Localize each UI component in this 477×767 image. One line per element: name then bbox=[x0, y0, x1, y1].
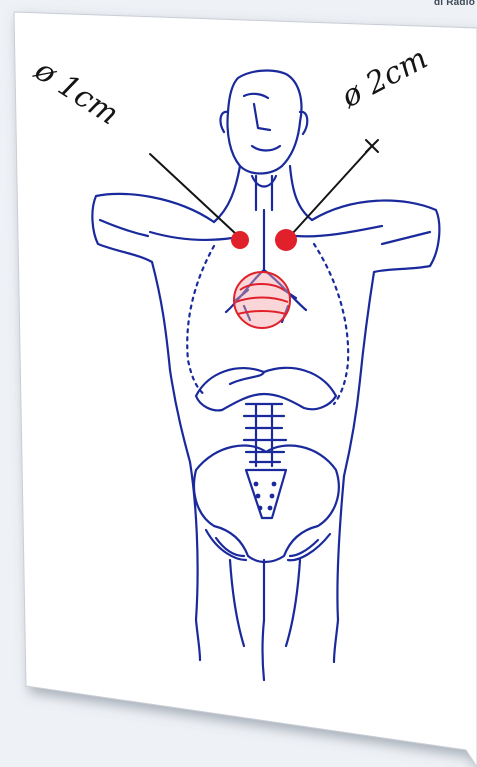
lesion-mediastinal bbox=[234, 272, 290, 328]
lesion-right-supraclavicular bbox=[275, 229, 297, 251]
paper-sheet bbox=[14, 12, 477, 767]
lesion-left-supraclavicular bbox=[231, 231, 249, 249]
